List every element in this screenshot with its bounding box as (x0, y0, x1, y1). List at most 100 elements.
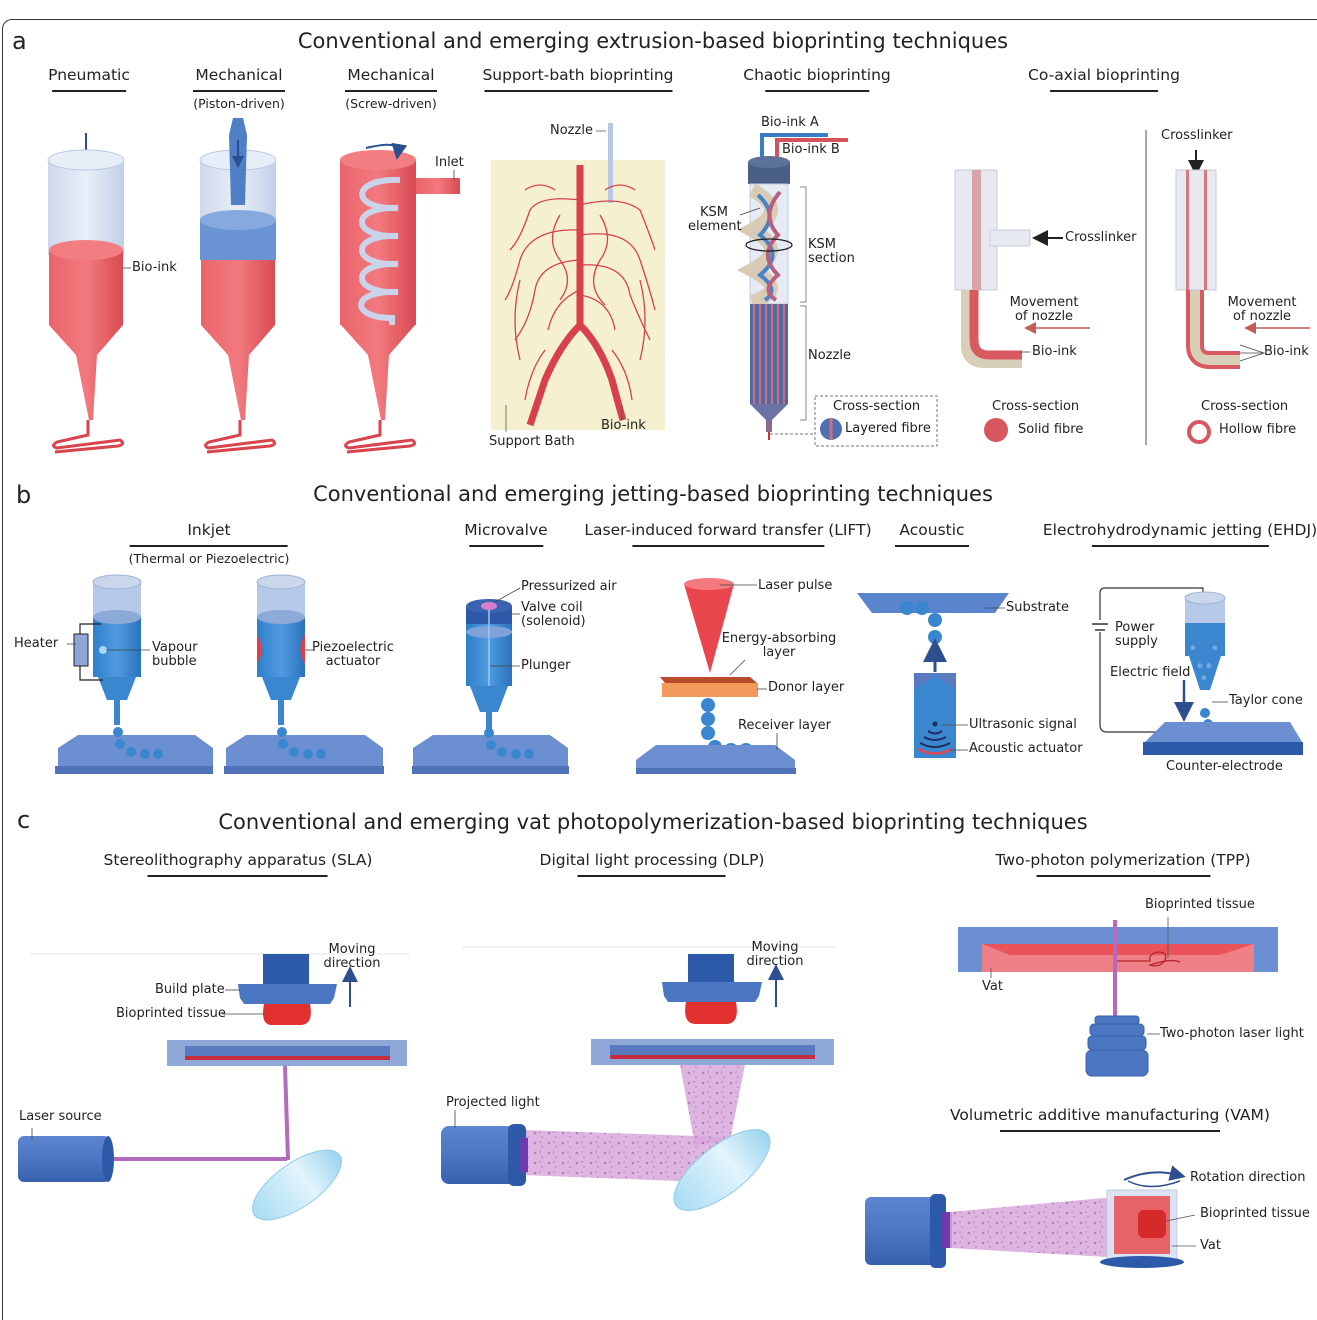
label-bioink: Bio-ink (1032, 344, 1077, 359)
label-cross-section: Cross-section (992, 399, 1080, 414)
label-bioprinted-tissue: Bioprinted tissue (116, 1006, 226, 1021)
svg-text:⊕: ⊕ (1201, 674, 1207, 682)
technique-note: (Screw-driven) (345, 96, 437, 111)
technique-dlp: Digital light processing (DLP) (539, 851, 765, 877)
svg-text:⊕: ⊕ (1197, 662, 1203, 670)
technique-screw: Mechanical (Screw-driven) (345, 66, 437, 111)
label-support-bath: Support Bath (489, 434, 575, 449)
chaotic-nozzle-stripes (750, 304, 788, 440)
label-receiver-layer: Receiver layer (738, 718, 831, 733)
label-bioprinted-tissue: Bioprinted tissue (1200, 1206, 1310, 1221)
technique-name: Mechanical (347, 66, 435, 84)
technique-name: Stereolithography apparatus (SLA) (103, 851, 373, 869)
bioprinting-figure: ⊕⊕⊕⊕⊕ (2, 19, 1317, 1320)
label-solid-fibre: Solid fibre (1018, 422, 1084, 437)
label-line: layer (762, 645, 796, 660)
label-ksm-element: KSM element (688, 205, 742, 234)
technique-tpp: Two-photon polymerization (TPP) (995, 851, 1251, 877)
technique-name: Co-axial bioprinting (1028, 66, 1180, 84)
technique-microvalve: Microvalve (464, 521, 548, 547)
label-line: KSM (808, 237, 836, 252)
leader-lines (31, 170, 1266, 1140)
label-line: of nozzle (1232, 309, 1292, 324)
title-underline (1091, 545, 1269, 547)
label-movement-of-nozzle: Movement of nozzle (1222, 296, 1302, 324)
label-crosslinker: Crosslinker (1161, 128, 1233, 143)
label-line: Moving (751, 940, 799, 955)
panel-b-letter: b (16, 481, 32, 509)
technique-name: Mechanical (195, 66, 283, 84)
label-bioink: Bio-ink (1264, 344, 1309, 359)
acoustic-diagram (857, 593, 1009, 758)
title-underline (484, 90, 672, 92)
technique-name: Electrohydrodynamic jetting (EHDJ) (1042, 521, 1317, 539)
label-two-photon-laser-light: Two-photon laser light (1160, 1026, 1304, 1041)
label-laser-pulse: Laser pulse (758, 578, 833, 593)
label-layered-fibre: Layered fibre (845, 421, 931, 436)
label-ksm-section: KSM section (808, 238, 855, 266)
title-underline (147, 875, 328, 877)
technique-note: (Thermal or Piezoelectric) (128, 551, 290, 566)
label-line: KSM (700, 205, 728, 220)
dlp-diagram (441, 946, 836, 1211)
label-nozzle: Nozzle (808, 348, 851, 363)
label-plunger: Plunger (521, 658, 571, 673)
technique-ehdj: Electrohydrodynamic jetting (EHDJ) (1043, 521, 1317, 547)
label-donor-layer: Donor layer (768, 680, 845, 695)
label-moving-direction: Moving direction (318, 943, 386, 971)
label-power-supply: Power supply (1115, 621, 1158, 649)
technique-piston: Mechanical (Piston-driven) (193, 66, 285, 111)
panel-a-title: Conventional and emerging extrusion-base… (297, 29, 1009, 53)
label-laser-source: Laser source (19, 1109, 102, 1124)
title-underline (632, 545, 824, 547)
label-line: Power (1115, 620, 1155, 635)
technique-name: Pneumatic (48, 66, 130, 84)
label-heater: Heater (14, 636, 59, 651)
label-nozzle: Nozzle (550, 123, 593, 138)
figure-frame (2, 19, 1317, 1320)
coaxial-left-diagram (954, 169, 1090, 442)
technique-name: Digital light processing (DLP) (539, 851, 765, 869)
label-bioink-a: Bio-ink A (761, 115, 819, 130)
label-vat: Vat (982, 979, 1003, 994)
label-bioink: Bio-ink (132, 260, 177, 275)
label-line: section (808, 251, 855, 266)
svg-text:⊕: ⊕ (1206, 662, 1212, 670)
label-acoustic-actuator: Acoustic actuator (969, 741, 1083, 756)
technique-name: Support-bath bioprinting (482, 66, 674, 84)
label-line: direction (323, 956, 381, 971)
coaxial-right-diagram (1175, 150, 1310, 444)
technique-name: Laser-induced forward transfer (LIFT) (584, 521, 872, 539)
microvalve-diagram (412, 599, 569, 774)
support-bath-diagram (491, 123, 665, 432)
label-line: Movement (1009, 295, 1079, 310)
label-line: actuator (325, 654, 381, 669)
technique-acoustic: Acoustic (895, 521, 969, 547)
label-vapour-bubble: Vapour bubble (152, 641, 198, 669)
label-valve-coil: Valve coil (solenoid) (521, 601, 586, 629)
label-inlet: Inlet (435, 155, 464, 170)
title-underline (51, 90, 126, 92)
technique-coaxial: Co-axial bioprinting (1028, 66, 1180, 92)
pneumatic-syringe (47, 133, 125, 454)
technique-lift: Laser-induced forward transfer (LIFT) (584, 521, 872, 547)
panel-c-letter: c (17, 806, 31, 834)
piston-syringe (199, 118, 277, 454)
title-underline (1000, 1130, 1220, 1132)
technique-name: Acoustic (899, 521, 965, 539)
technique-vam: Volumetric additive manufacturing (VAM) (950, 1106, 1270, 1132)
label-crosslinker: Crosslinker (1065, 230, 1137, 245)
label-movement-of-nozzle: Movement of nozzle (1004, 296, 1084, 324)
label-counter-electrode: Counter-electrode (1166, 759, 1283, 774)
label-bioink: Bio-ink (601, 418, 646, 433)
ehdj-diagram: ⊕⊕⊕⊕⊕ (1092, 587, 1303, 755)
label-ultrasonic-signal: Ultrasonic signal (969, 717, 1077, 732)
technique-chaotic: Chaotic bioprinting (743, 66, 891, 92)
technique-inkjet: Inkjet (Thermal or Piezoelectric) (129, 521, 290, 566)
technique-name: Chaotic bioprinting (743, 66, 891, 84)
label-electric-field: Electric field (1110, 665, 1191, 680)
sla-diagram (18, 953, 410, 1221)
title-underline (577, 875, 726, 877)
label-energy-absorbing-layer: Energy-absorbing layer (720, 632, 838, 660)
technique-support-bath: Support-bath bioprinting (482, 66, 674, 92)
